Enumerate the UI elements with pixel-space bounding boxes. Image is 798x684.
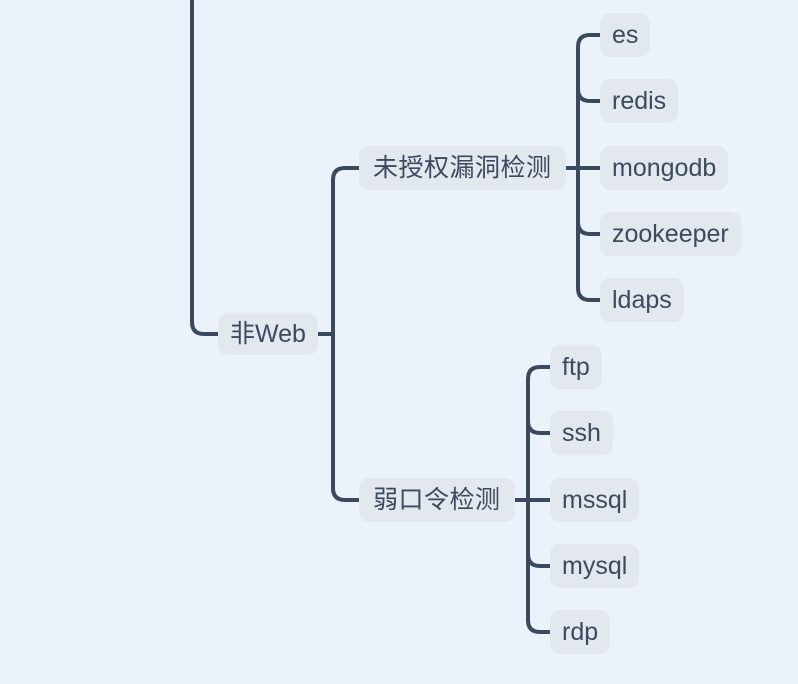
edge-leaf-rdp <box>526 618 552 634</box>
edge-leaf-es <box>576 33 602 49</box>
node-leaf-ssh[interactable]: ssh <box>550 411 613 455</box>
node-leaf-ssh-label: ssh <box>562 418 601 447</box>
node-leaf-zookeeper[interactable]: zookeeper <box>600 212 741 256</box>
node-leaf-mysql-label: mysql <box>562 551 628 580</box>
node-leaf-ftp[interactable]: ftp <box>550 345 602 389</box>
node-leaf-es-label: es <box>612 20 639 49</box>
edge-spine-top-cap <box>331 166 361 182</box>
node-root-fei-web[interactable]: 非Web <box>218 313 318 355</box>
node-leaf-ldaps[interactable]: ldaps <box>600 278 684 322</box>
node-leaf-mysql[interactable]: mysql <box>550 544 640 588</box>
node-leaf-redis[interactable]: redis <box>600 79 679 123</box>
edge-trunk-to-root <box>190 0 220 336</box>
edge-leaf-ssh <box>526 419 552 435</box>
node-leaf-mongodb[interactable]: mongodb <box>600 146 729 190</box>
node-leaf-mssql[interactable]: mssql <box>550 478 640 522</box>
node-branch-unauthorized-detection[interactable]: 未授权漏洞检测 <box>359 146 566 190</box>
node-branch-weak-password-label: 弱口令检测 <box>373 485 501 514</box>
node-root-label: 非Web <box>230 319 306 348</box>
node-branch-weak-password-detection[interactable]: 弱口令检测 <box>359 478 515 522</box>
edge-leaf-mysql <box>526 552 552 568</box>
edge-leaf-redis <box>576 87 602 103</box>
node-leaf-ldaps-label: ldaps <box>612 285 672 314</box>
edge-leaf-ldaps <box>576 286 602 302</box>
node-leaf-ftp-label: ftp <box>562 352 590 381</box>
node-leaf-es[interactable]: es <box>600 13 651 57</box>
node-leaf-mongodb-label: mongodb <box>612 153 717 182</box>
node-leaf-rdp[interactable]: rdp <box>550 610 611 654</box>
node-branch-unauthorized-label: 未授权漏洞检测 <box>373 153 552 182</box>
edge-spine-bottom-cap <box>331 486 361 502</box>
node-leaf-rdp-label: rdp <box>562 617 599 646</box>
node-leaf-redis-label: redis <box>612 86 667 115</box>
edge-leaf-ftp <box>526 365 552 381</box>
edge-leaf-zookeeper <box>576 220 602 236</box>
node-leaf-mssql-label: mssql <box>562 485 628 514</box>
node-leaf-zookeeper-label: zookeeper <box>612 219 729 248</box>
